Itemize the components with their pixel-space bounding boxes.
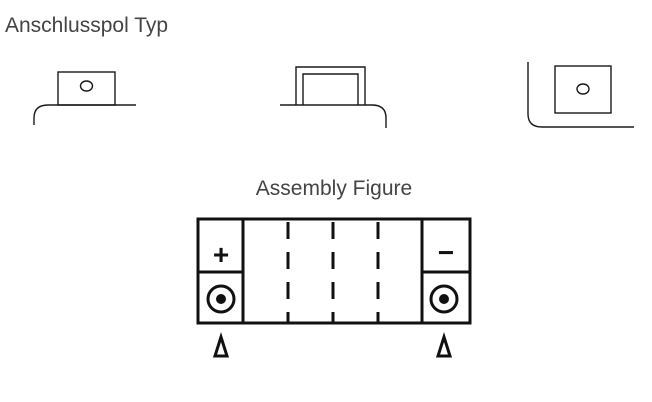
positive-terminal-post xyxy=(206,284,236,314)
assembly-figure-heading: Assembly Figure xyxy=(255,177,413,200)
negative-terminal-symbol: − xyxy=(438,237,454,268)
positive-terminal-symbol: + xyxy=(213,239,229,270)
cell-dividers xyxy=(286,222,380,323)
terminal-type-3-icon xyxy=(527,62,634,128)
battery-assembly-diagram: + − xyxy=(196,217,472,358)
terminal-type-heading: Anschlusspol Typ xyxy=(5,14,169,37)
terminal-type-1-icon xyxy=(33,71,136,125)
negative-marker-icon xyxy=(435,332,453,358)
positive-marker-icon xyxy=(212,332,230,358)
terminal-type-2-icon xyxy=(280,66,387,128)
negative-terminal-post xyxy=(429,284,459,314)
